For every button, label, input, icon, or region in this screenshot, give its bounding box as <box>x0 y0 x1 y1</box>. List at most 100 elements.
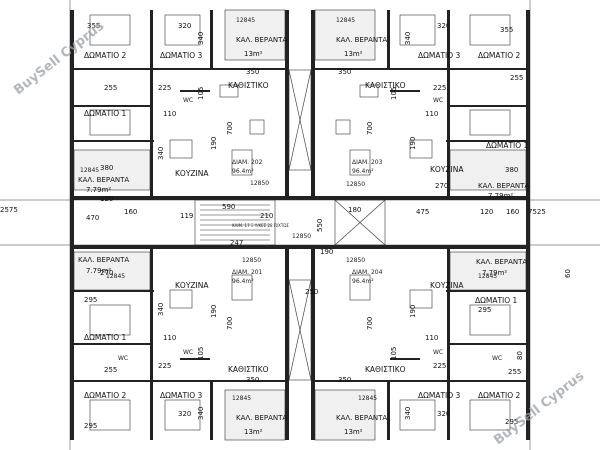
dimension: 700 <box>226 122 234 135</box>
apartment-area: 96.4m² <box>232 168 254 175</box>
veranda-area: 13m² <box>344 50 363 58</box>
room-label: ΚΟΥΖΙΝΑ <box>430 165 464 174</box>
dimension: 160 <box>506 208 519 216</box>
apartment-label: ΔΙΑΜ. 204 <box>352 269 383 276</box>
room-label: ΔΩΜΑΤΙΟ 2 <box>84 51 127 60</box>
dimension: 340 <box>404 32 412 45</box>
dimension: 255 <box>104 366 117 374</box>
dimension: 295 <box>478 306 491 314</box>
dimension: 190 <box>210 137 218 150</box>
veranda-area: 7.79m² <box>86 186 111 194</box>
dimension: 190 <box>320 248 333 256</box>
room-label: ΔΩΜΑΤΙΟ 2 <box>84 391 127 400</box>
dimension: 225 <box>158 362 171 370</box>
dimension: 470 <box>86 214 99 222</box>
staircase <box>194 199 386 246</box>
dimension: 340 <box>157 303 165 316</box>
elevation-mark: 12850 <box>292 233 311 240</box>
room-label: WC <box>492 355 502 362</box>
veranda-label: ΚΑΛ. ΒΕΡΑΝΤΑ <box>336 414 387 422</box>
dimension: 110 <box>163 334 176 342</box>
dimension: 270 <box>435 182 448 190</box>
dimension: 255 <box>508 368 521 376</box>
dimension: 380 <box>505 166 518 174</box>
dimension: 320 <box>437 410 450 418</box>
elevation-mark: 12850 <box>242 257 261 264</box>
balconies <box>73 9 527 441</box>
room-label: ΔΩΜΑΤΙΟ 1 <box>475 296 518 305</box>
stair-note: ΚΛΙΜ. 17 Ξ Υ/ΚΕΣ 28 Π/ΧΤΩΣ <box>232 223 289 228</box>
dimension: 700 <box>226 317 234 330</box>
room-label: ΔΩΜΑΤΙΟ 1 <box>84 109 127 118</box>
room-label: WC <box>433 349 443 356</box>
elevation-mark: 12845 <box>106 273 125 280</box>
room-label: ΚΟΥΖΙΝΑ <box>175 281 209 290</box>
veranda-label: ΚΑΛ. ΒΕΡΑΝΤΑ <box>78 256 129 264</box>
dimension: 550 <box>316 219 324 232</box>
room-label: ΔΩΜΑΤΙΟ 1 <box>84 333 127 342</box>
dimension: 190 <box>210 305 218 318</box>
apartment-label: ΔΙΑΜ. 203 <box>352 159 383 166</box>
room-label: WC <box>183 349 193 356</box>
dimension: 350 <box>338 68 351 76</box>
elevation-mark: 12845 <box>336 17 355 24</box>
room-label: ΔΩΜΑΤΙΟ 3 <box>160 391 203 400</box>
dimension: 160 <box>124 208 137 216</box>
dimension: 250 <box>305 288 318 296</box>
dimension: 190 <box>409 305 417 318</box>
dimension: 700 <box>366 122 374 135</box>
dimension: 255 <box>104 84 117 92</box>
veranda-area: 7.79m² <box>482 269 507 277</box>
dimension: 225 <box>433 84 446 92</box>
dimension: 340 <box>197 32 205 45</box>
room-label: ΔΩΜΑΤΙΟ 3 <box>160 51 203 60</box>
dimension: 2575 <box>0 206 18 214</box>
dimension: 119 <box>180 212 193 220</box>
dimension: 110 <box>163 110 176 118</box>
veranda-area: 13m² <box>244 50 263 58</box>
elevation-mark: 12845 <box>478 273 497 280</box>
room-label: ΚΟΥΖΙΝΑ <box>430 281 464 290</box>
apartment-area: 96.4m² <box>232 278 254 285</box>
dimension: 60 <box>564 269 572 278</box>
elevation-mark: 12850 <box>346 257 365 264</box>
room-label: ΚΑΘΙΣΤΙΚΟ <box>228 81 269 90</box>
elevation-mark: 12845 <box>236 17 255 24</box>
dimension: 590 <box>222 203 235 211</box>
room-label: ΔΩΜΑΤΙΟ 2 <box>478 391 521 400</box>
veranda-label: ΚΑΛ. ΒΕΡΑΝΤΑ <box>236 414 287 422</box>
room-label: WC <box>118 355 128 362</box>
dimension: 320 <box>437 22 450 30</box>
veranda-area: 13m² <box>344 428 363 436</box>
room-label: ΔΩΜΑΤΙΟ 3 <box>418 51 461 60</box>
dimension: 120 <box>480 208 493 216</box>
dimension: 7525 <box>528 208 546 216</box>
dimension: 355 <box>500 26 513 34</box>
dimension: 295 <box>505 418 518 426</box>
dimension: 255 <box>510 74 523 82</box>
veranda-label: ΚΑΛ. ΒΕΡΑΝΤΑ <box>478 182 529 190</box>
dimension: 247 <box>230 239 243 247</box>
room-label: ΔΩΜΑΤΙΟ 3 <box>418 391 461 400</box>
dimension: 225 <box>433 362 446 370</box>
dimension: 380 <box>100 164 113 172</box>
room-label: ΚΑΘΙΣΤΙΚΟ <box>228 365 269 374</box>
apartment-area: 96.4m² <box>352 168 374 175</box>
dimension: 350 <box>246 376 259 384</box>
elevation-mark: 12850 <box>346 181 365 188</box>
room-label: ΔΩΜΑΤΙΟ 2 <box>478 51 521 60</box>
room-label: WC <box>433 97 443 104</box>
elevation-mark: 12845 <box>232 395 251 402</box>
room-label: WC <box>183 97 193 104</box>
exterior-walls <box>70 10 530 440</box>
dimension: 180 <box>348 206 361 214</box>
dimension: 105 <box>390 87 398 100</box>
dimension: 295 <box>84 296 97 304</box>
elevation-mark: 12845 <box>80 167 99 174</box>
dimension: 320 <box>178 22 191 30</box>
dimension: 80 <box>516 351 524 360</box>
dimension: 295 <box>84 422 97 430</box>
veranda-label: ΚΑΛ. ΒΕΡΑΝΤΑ <box>78 176 129 184</box>
